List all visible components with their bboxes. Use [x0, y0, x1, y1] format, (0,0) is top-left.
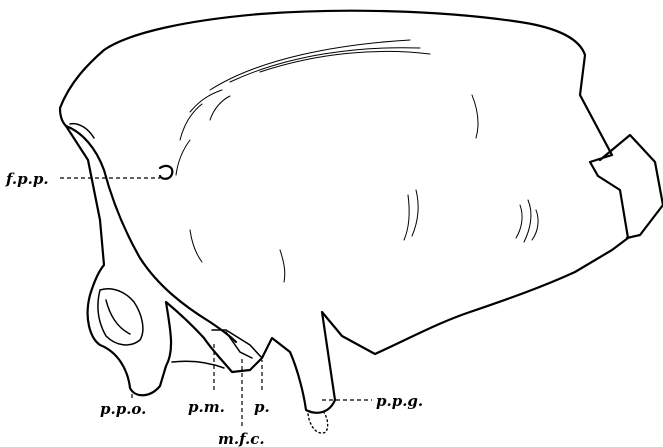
label-pm: p.m. — [188, 398, 225, 416]
notch-floor — [172, 361, 224, 368]
label-mfc: m.f.c. — [218, 430, 265, 447]
label-ppo: p.p.o. — [100, 400, 146, 418]
label-ppg: p.p.g. — [376, 392, 423, 410]
left-lobe — [98, 289, 143, 345]
bone-outline — [60, 11, 628, 413]
inner-left-edge — [66, 126, 236, 342]
left-lobe-inner — [106, 300, 130, 334]
label-fpp: f.p.p. — [5, 170, 49, 188]
foramen-mark — [160, 166, 172, 179]
label-p: p. — [254, 398, 270, 416]
central-notch — [212, 330, 262, 358]
surface-hatching — [176, 40, 538, 282]
